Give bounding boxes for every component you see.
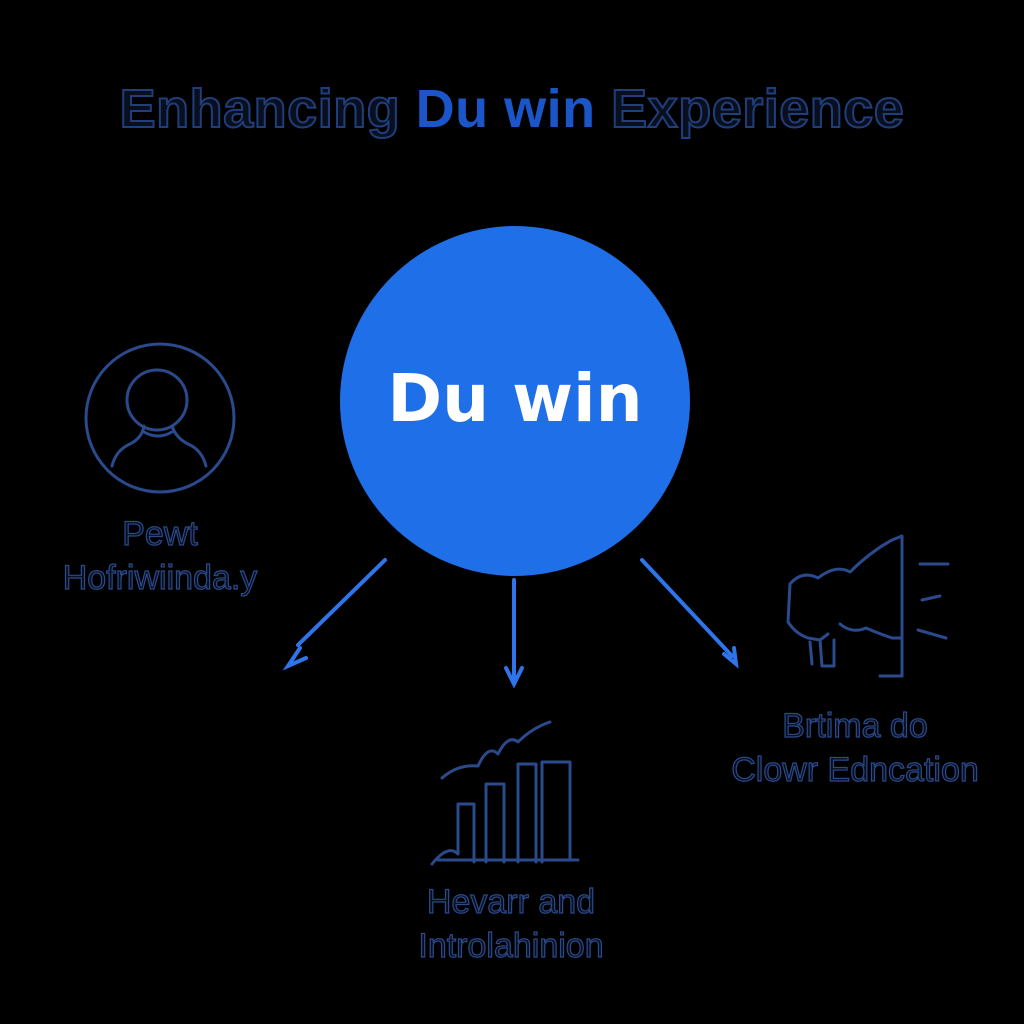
- title-part-3: Experience: [595, 78, 905, 140]
- node-1-line-2: Hofriwiinda.y: [62, 558, 258, 597]
- title-highlight: Du win: [415, 79, 596, 139]
- node-3-line-1: Brtima do: [782, 706, 929, 745]
- bar-chart-icon: [430, 720, 580, 866]
- connector-right: [640, 558, 739, 669]
- page-title: Enhancing Du win Experience: [0, 78, 1024, 140]
- node-1-line-1: Pewt: [122, 514, 199, 553]
- connector-left: [282, 558, 387, 671]
- node-2-line-2: Introlahinion: [418, 926, 604, 965]
- node-label-1: Pewt Hofriwiinda.y: [40, 512, 280, 600]
- megaphone-icon: [786, 534, 950, 678]
- hub-circle: Du win: [340, 226, 690, 576]
- connector-middle: [504, 578, 524, 689]
- node-label-3: Brtima do Clowr Edncation: [700, 704, 1010, 792]
- hub-label: Du win: [387, 359, 643, 437]
- title-part-1: Enhancing: [119, 78, 416, 140]
- node-label-2: Hevarr and Introlahinion: [356, 880, 666, 968]
- node-3-line-2: Clowr Edncation: [731, 750, 980, 789]
- node-2-line-1: Hevarr and: [426, 882, 596, 921]
- person-icon: [84, 342, 236, 494]
